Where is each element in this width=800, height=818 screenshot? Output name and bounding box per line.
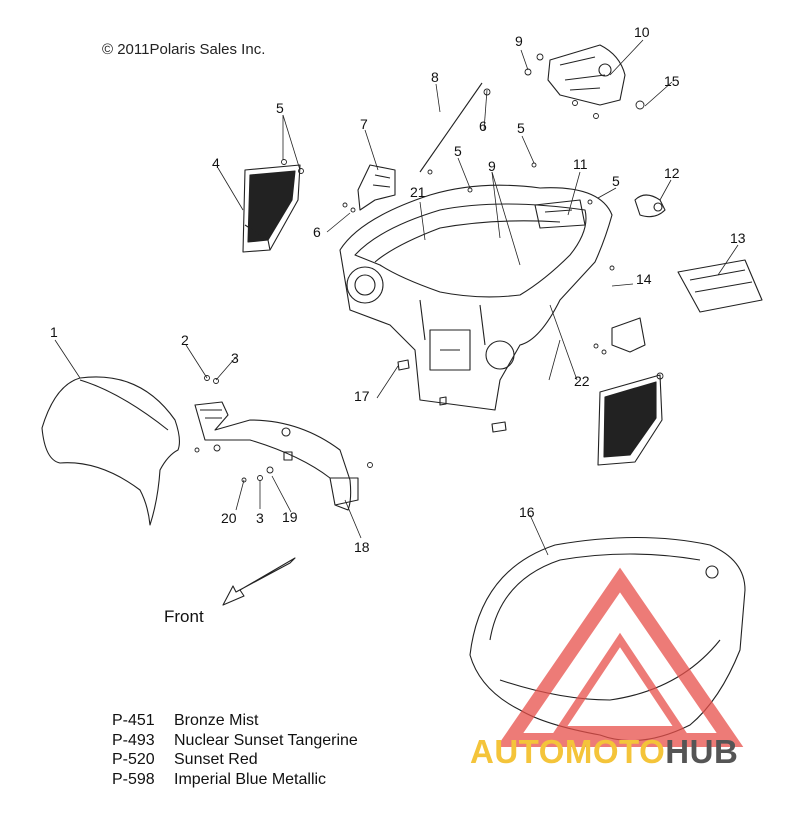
front-arrow <box>222 557 296 606</box>
callout-11: 11 <box>573 156 588 172</box>
callout-1: 1 <box>50 324 58 340</box>
callout-20: 20 <box>221 510 237 526</box>
legend-name: Sunset Red <box>174 751 258 769</box>
legend-item: P-451 Bronze Mist <box>112 711 358 731</box>
paint-legend: P-451 Bronze Mist P-493 Nuclear Sunset Tan… <box>112 711 358 789</box>
callout-2: 2 <box>181 332 189 348</box>
callout-21: 21 <box>410 184 426 200</box>
part-17-clip <box>397 359 410 371</box>
part-8-rod <box>419 82 483 173</box>
callout-16: 16 <box>519 504 535 520</box>
brand-text-b: HUB <box>665 733 739 770</box>
legend-code: P-451 <box>112 712 155 729</box>
part-4-pad <box>242 164 301 253</box>
callout-5d: 5 <box>612 173 620 189</box>
callout-10: 10 <box>634 24 650 40</box>
callout-18: 18 <box>354 539 370 555</box>
callout-22: 22 <box>574 373 590 389</box>
callout-9b: 9 <box>488 158 496 174</box>
copyright-text: © 2011Polaris Sales Inc. <box>102 41 266 58</box>
right-pad <box>597 374 663 466</box>
part-10-latch <box>547 44 626 106</box>
legend-name: Bronze Mist <box>174 712 259 729</box>
fasteners <box>194 53 664 483</box>
legend-name: Nuclear Sunset Tangerine <box>174 731 358 749</box>
legend-item: P-520 Sunset Red <box>112 750 358 770</box>
callout-5b: 5 <box>454 143 462 159</box>
callout-9a: 9 <box>515 33 523 49</box>
watermark-brand: AUTOMOTOHUB <box>470 733 738 771</box>
callout-19: 19 <box>282 509 298 525</box>
callout-labels: 1 2 3 4 5 5 5 5 6 6 7 8 9 9 10 11 12 13 … <box>50 24 746 555</box>
callout-3b: 3 <box>256 510 264 526</box>
part-1-fairing <box>41 376 181 526</box>
callout-3: 3 <box>231 350 239 366</box>
watermark-logo <box>496 567 744 747</box>
callout-13: 13 <box>730 230 746 246</box>
callout-5a: 5 <box>276 100 284 116</box>
callout-12: 12 <box>664 165 680 181</box>
legend-item: P-493 Nuclear Sunset Tangerine <box>112 731 358 751</box>
part-7-bracket <box>357 164 396 211</box>
legend-code: P-493 <box>112 731 155 749</box>
callout-15: 15 <box>664 73 680 89</box>
callout-7: 7 <box>360 116 368 132</box>
main-housing <box>339 184 613 411</box>
legend-name: Imperial Blue Metallic <box>174 770 327 788</box>
right-bracket <box>611 317 646 353</box>
part-12-fitting <box>634 194 666 218</box>
legend-item: P-598 Imperial Blue Metallic <box>112 770 358 790</box>
part-18-housing <box>194 401 359 511</box>
part-13-plate <box>677 259 763 313</box>
legend-code: P-520 <box>112 751 155 769</box>
front-label: Front <box>164 607 204 626</box>
callout-17: 17 <box>354 388 370 404</box>
callout-14: 14 <box>636 271 652 287</box>
callout-6b: 6 <box>479 118 487 134</box>
callout-5c: 5 <box>517 120 525 136</box>
brand-text-a: AUTOMOTO <box>470 733 666 770</box>
callout-6a: 6 <box>313 224 321 240</box>
callout-4: 4 <box>212 155 220 171</box>
callout-8: 8 <box>431 69 439 85</box>
legend-code: P-598 <box>112 770 155 788</box>
leader-lines <box>54 39 739 556</box>
